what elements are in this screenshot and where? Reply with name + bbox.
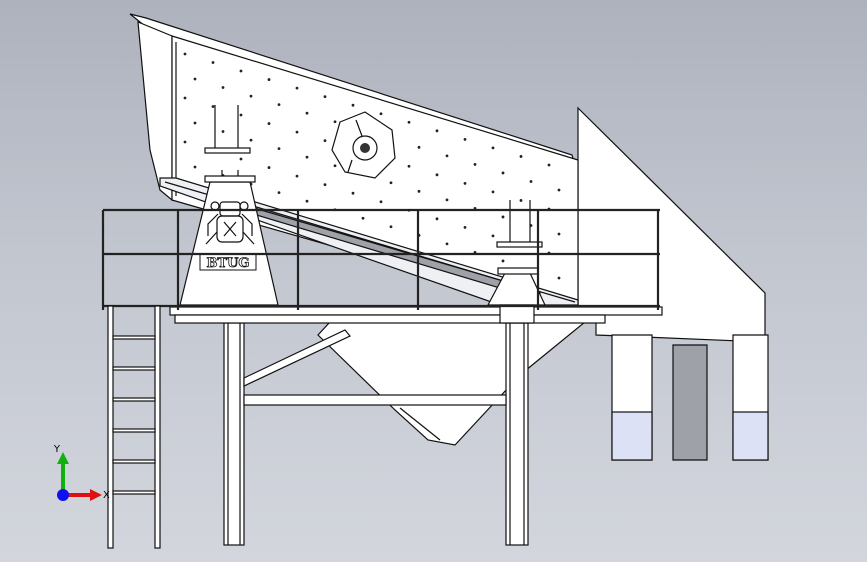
bolt — [277, 191, 281, 195]
bolt — [323, 95, 327, 99]
spring-bracket-upper-left — [204, 105, 251, 154]
support-frame — [223, 322, 529, 546]
bolt — [547, 163, 551, 167]
bolt — [445, 154, 449, 158]
bolt — [295, 86, 299, 90]
ladder-rung — [112, 490, 156, 495]
bolt — [267, 78, 271, 81]
bolt — [463, 181, 467, 185]
bolt — [417, 189, 421, 193]
logo-text: BTUG — [206, 256, 249, 271]
bolt — [557, 276, 561, 280]
bolt — [183, 52, 187, 56]
bolt — [239, 157, 243, 161]
bolt — [435, 129, 439, 133]
bolt — [379, 200, 383, 204]
bolt — [193, 121, 197, 125]
bolt — [221, 130, 225, 133]
x-axis-label: X — [103, 490, 110, 501]
bolt — [277, 103, 281, 107]
bolt — [501, 215, 505, 219]
bolt — [305, 111, 309, 115]
underflow-hopper — [317, 321, 587, 446]
bolt — [351, 103, 355, 107]
support-block-left — [179, 170, 279, 306]
spring-bracket-upper-right — [496, 200, 543, 248]
bolt — [445, 198, 449, 202]
support-block-right — [487, 267, 546, 324]
bolt — [305, 155, 309, 159]
bolt — [249, 138, 253, 142]
bolt — [445, 242, 449, 246]
access-ladder — [107, 305, 161, 549]
ladder-rung — [112, 397, 156, 402]
handrail — [101, 208, 660, 310]
bolt — [491, 190, 495, 194]
exciter-motor — [331, 111, 396, 179]
bolt — [193, 77, 197, 81]
bolt — [501, 259, 505, 263]
bolt — [333, 120, 337, 124]
bolt — [211, 105, 215, 108]
coordinate-triad: Y X — [53, 444, 110, 501]
bolt — [249, 94, 253, 98]
bolt — [435, 217, 439, 221]
bolt — [557, 232, 561, 236]
ladder-rung — [112, 335, 156, 340]
bolt — [519, 155, 523, 158]
bolt — [529, 180, 533, 183]
bolt — [267, 122, 271, 125]
bolt — [323, 139, 327, 143]
bolt — [295, 174, 299, 178]
bolt — [267, 166, 271, 169]
bolt — [491, 234, 495, 238]
bolt — [239, 69, 243, 73]
bolt — [501, 171, 505, 175]
bolt — [389, 225, 393, 229]
ladder-rung — [112, 366, 156, 371]
bolt — [351, 191, 355, 195]
ladder-rung — [112, 428, 156, 433]
bolt — [463, 137, 467, 141]
bolt — [473, 163, 477, 166]
bolt — [193, 165, 197, 169]
ladder-rung — [112, 459, 156, 464]
bolt — [435, 173, 439, 177]
discharge-chute — [577, 106, 769, 461]
bolt — [239, 113, 243, 117]
bolt — [491, 146, 495, 150]
bolt — [519, 199, 523, 202]
platform-deck — [169, 306, 663, 324]
bolt — [183, 96, 187, 100]
bolt — [407, 164, 411, 168]
bolt — [557, 188, 561, 192]
bolt — [389, 181, 393, 185]
bolt — [295, 130, 299, 134]
bolt — [463, 225, 467, 229]
bolt — [379, 112, 383, 116]
bolt — [221, 86, 225, 89]
bolt — [277, 147, 281, 151]
bolt — [183, 140, 187, 144]
bolt — [305, 199, 309, 203]
manufacturer-logo: BTUG — [199, 201, 257, 271]
bolt — [417, 145, 421, 149]
bolt — [333, 164, 337, 168]
bolt — [407, 120, 411, 124]
bolt — [361, 216, 365, 220]
y-axis-label: Y — [53, 444, 61, 455]
bolt — [211, 61, 215, 64]
bolt — [323, 183, 327, 187]
